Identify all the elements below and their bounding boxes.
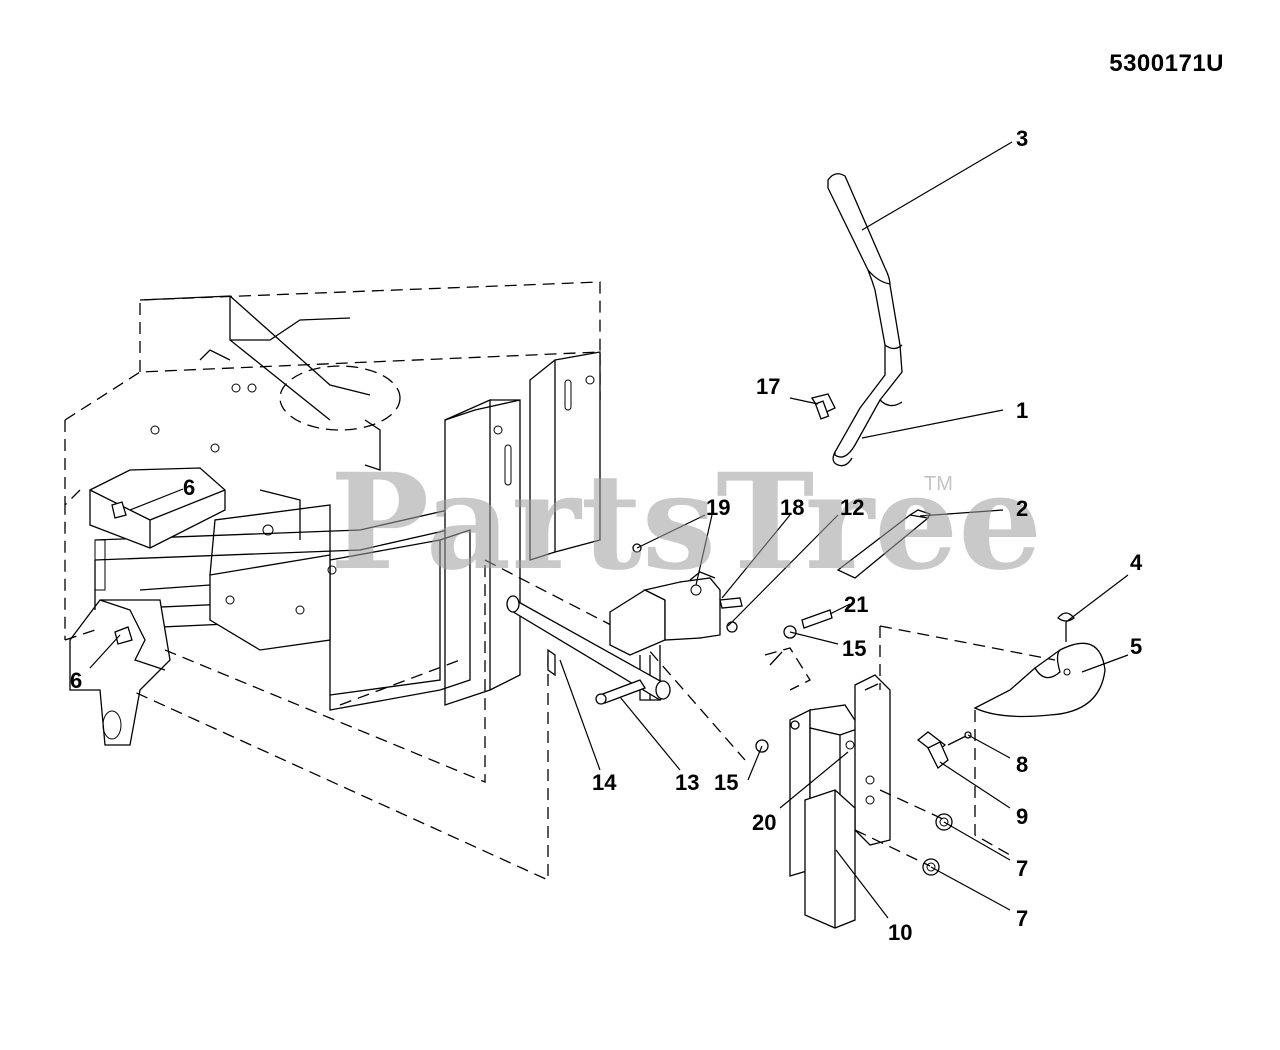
callout-19: 19 — [706, 495, 730, 520]
callout-18: 18 — [780, 495, 804, 520]
handle-grip — [836, 509, 931, 579]
callout-6-lower: 6 — [70, 668, 82, 693]
callout-9: 9 — [1016, 804, 1028, 829]
callout-7-lower: 7 — [1016, 906, 1028, 931]
callout-12: 12 — [840, 495, 864, 520]
callout-4: 4 — [1130, 550, 1143, 575]
callout-15-upper: 15 — [842, 636, 866, 661]
document-number: 5300171U — [1109, 50, 1224, 77]
watermark-text: PartsTree — [330, 445, 1042, 600]
callout-8: 8 — [1016, 752, 1028, 777]
callout-1: 1 — [1016, 398, 1028, 423]
callout-labels: 3 1 2 4 5 6 6 7 7 8 9 10 12 13 14 15 15 … — [70, 126, 1143, 945]
watermark: PartsTree TM — [330, 445, 1042, 600]
control-lever-handle — [827, 173, 903, 467]
leader-lines — [89, 141, 1129, 919]
callout-3: 3 — [1016, 126, 1028, 151]
callout-21: 21 — [844, 592, 868, 617]
lever-mount — [764, 647, 972, 929]
pivot-shaft — [506, 595, 671, 705]
cover-plate-5 — [973, 612, 1106, 718]
mower-frame — [64, 281, 746, 882]
callout-6-upper: 6 — [183, 475, 195, 500]
callout-7-upper: 7 — [1016, 856, 1028, 881]
callout-14: 14 — [592, 770, 617, 795]
callout-10: 10 — [888, 920, 912, 945]
screw-17 — [810, 393, 836, 420]
callout-13: 13 — [675, 770, 699, 795]
callout-5: 5 — [1130, 634, 1142, 659]
callout-20: 20 — [752, 810, 776, 835]
pivot-bracket — [609, 543, 743, 701]
callout-2: 2 — [1016, 496, 1028, 521]
callout-15-lower: 15 — [714, 770, 738, 795]
callout-17: 17 — [756, 374, 780, 399]
watermark-trademark: TM — [924, 473, 953, 495]
